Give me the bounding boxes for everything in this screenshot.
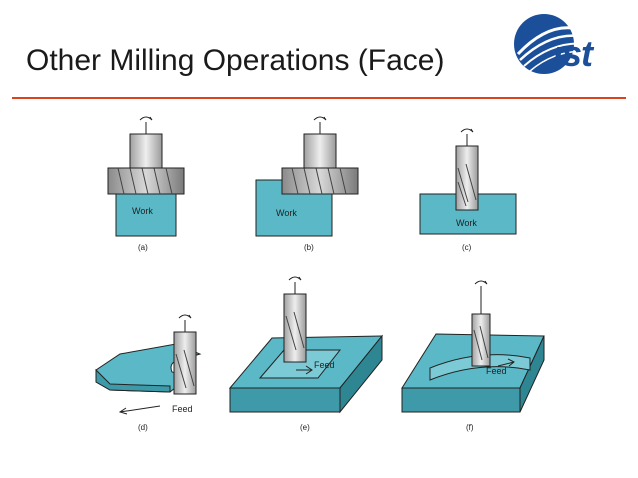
panel-c: Work (c) [419, 128, 517, 252]
rotation-arrow-icon [139, 116, 153, 134]
feed-arrow-icon [296, 365, 313, 375]
panel-label-f: (f) [466, 423, 474, 432]
spindle [129, 133, 163, 169]
rotation-arrow-icon [313, 116, 327, 134]
pocket [258, 349, 342, 379]
panel-d: Feed (d) [95, 314, 202, 432]
end-mill [471, 313, 491, 367]
title-underline [12, 97, 626, 99]
feed-arrow-icon [118, 405, 161, 415]
panel-e: Feed (e) [228, 276, 384, 432]
feed-label: Feed [486, 366, 507, 376]
panel-label-b: (b) [304, 243, 314, 252]
rotation-arrow-icon [288, 276, 302, 294]
work-label: Work [132, 206, 153, 216]
work-label: Work [456, 218, 477, 228]
feed-label: Feed [172, 404, 193, 414]
panel-label-c: (c) [462, 243, 472, 252]
spindle [303, 133, 337, 169]
panel-b: Work (b) [255, 116, 359, 252]
feed-label: Feed [314, 360, 335, 370]
panel-label-a: (a) [138, 243, 148, 252]
slide-title: Other Milling Operations (Face) [26, 44, 445, 77]
rotation-arrow-icon [474, 280, 488, 314]
milling-operations-figure: Work (a) Work (b) Work (c) Feed (d) [95, 116, 545, 432]
panel-label-e: (e) [300, 423, 310, 432]
logo-wordmark: ist [553, 33, 593, 74]
contour-groove [429, 354, 531, 381]
globe-swoosh-icon [514, 14, 605, 74]
feed-arrow-icon [497, 358, 515, 367]
end-mill [455, 145, 479, 211]
end-mill [283, 293, 307, 363]
panel-label-d: (d) [138, 423, 148, 432]
panel-a: Work (a) [107, 116, 185, 252]
rotation-arrow-icon [178, 314, 192, 332]
panel-f: Feed (f) [401, 280, 545, 432]
rotation-arrow-icon [460, 128, 474, 146]
work-label: Work [276, 208, 297, 218]
